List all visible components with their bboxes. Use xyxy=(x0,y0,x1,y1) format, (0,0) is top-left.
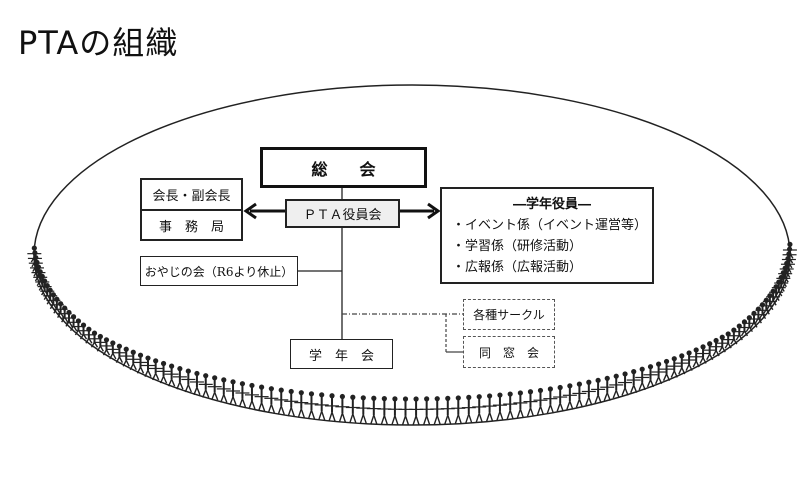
person-figure xyxy=(274,387,289,415)
person-figure xyxy=(696,344,711,364)
person-figure xyxy=(667,356,682,378)
person-figure xyxy=(304,391,319,420)
person-figure xyxy=(492,392,507,421)
grade-officer-item: ・イベント係（イベント運営等） xyxy=(452,217,648,233)
person-figure xyxy=(398,396,413,426)
person-figure xyxy=(651,361,666,385)
person-figure xyxy=(207,375,222,401)
pta-officers-box: ＰＴＡ役員会 xyxy=(285,199,400,228)
grade-officer-item: ・学習係（研修活動） xyxy=(452,238,583,254)
person-figure xyxy=(626,369,641,393)
person-figure xyxy=(93,333,108,352)
person-figure xyxy=(533,387,548,416)
person-figure xyxy=(461,394,476,424)
person-figure xyxy=(99,337,114,356)
person-figure xyxy=(581,379,596,406)
person-figure xyxy=(430,396,445,425)
person-figure xyxy=(181,368,196,393)
person-figure xyxy=(325,393,340,422)
person-figure xyxy=(609,373,624,399)
person-figure xyxy=(503,391,518,420)
person-figure xyxy=(409,396,424,426)
grade-officers-box: ―学年役員― ・イベント係（イベント運営等） ・学習係（研修活動） ・広報係（広… xyxy=(440,187,654,284)
person-figure xyxy=(440,395,455,425)
person-figure xyxy=(543,386,558,414)
person-figure xyxy=(254,384,269,412)
person-figure xyxy=(562,383,577,410)
person-figure xyxy=(377,396,392,425)
person-figure xyxy=(366,395,381,425)
person-figure xyxy=(172,366,187,390)
person-figure xyxy=(126,349,141,371)
person-figure xyxy=(294,390,309,418)
person-figure xyxy=(419,396,434,426)
person-figure xyxy=(148,358,163,381)
person-figure xyxy=(451,395,466,424)
person-figure xyxy=(216,377,231,403)
person-figure xyxy=(133,352,148,374)
person-figure xyxy=(164,363,179,387)
secretariat-box: 事 務 局 xyxy=(140,209,243,241)
general-assembly-box: 総 会 xyxy=(260,147,427,188)
person-figure xyxy=(387,396,402,426)
person-figure xyxy=(635,366,650,391)
person-figure xyxy=(643,364,658,388)
person-figure xyxy=(572,381,587,408)
person-figure xyxy=(751,306,766,324)
person-figure xyxy=(674,353,689,375)
fathers-club-box: おやじの会（R6より休止） xyxy=(140,256,298,286)
person-figure xyxy=(715,334,730,353)
page-title: PTAの組織 xyxy=(18,24,179,62)
person-figure xyxy=(472,394,487,423)
person-figure xyxy=(27,245,42,263)
person-figure xyxy=(659,358,674,381)
person-figure xyxy=(226,379,241,405)
person-figure xyxy=(682,350,697,371)
alumni-box: 同 窓 会 xyxy=(463,336,555,368)
person-figure xyxy=(600,375,615,401)
grade-officers-heading: ―学年役員― xyxy=(512,196,591,212)
person-figure xyxy=(709,337,724,357)
ring-outline xyxy=(33,84,791,426)
person-figure xyxy=(235,381,250,408)
person-figure xyxy=(553,384,568,412)
person-figure xyxy=(689,347,704,368)
person-figure xyxy=(264,386,279,414)
person-figure xyxy=(721,331,736,349)
person-figure xyxy=(198,373,213,398)
person-figure xyxy=(618,371,633,396)
grade-assembly-box: 学 年 会 xyxy=(290,339,393,369)
person-figure xyxy=(244,382,259,410)
person-figure xyxy=(314,392,329,421)
person-figure xyxy=(156,360,171,384)
president-box: 会長・副会長 xyxy=(140,178,243,211)
grade-officer-item: ・広報係（広報活動） xyxy=(452,259,583,275)
person-figure xyxy=(335,393,350,423)
person-figure xyxy=(345,394,360,424)
person-figure xyxy=(46,292,61,310)
person-figure xyxy=(284,388,299,417)
circles-box: 各種サークル xyxy=(463,299,555,330)
person-figure xyxy=(523,389,538,417)
person-figure xyxy=(591,377,606,404)
person-figure xyxy=(189,370,204,396)
person-figure xyxy=(482,393,497,422)
person-figure xyxy=(513,390,528,419)
person-figure xyxy=(140,355,155,377)
person-figure xyxy=(702,341,717,361)
people-figures xyxy=(27,241,797,426)
person-figure xyxy=(105,340,120,360)
person-figure xyxy=(356,395,371,424)
person-figure xyxy=(755,302,770,320)
